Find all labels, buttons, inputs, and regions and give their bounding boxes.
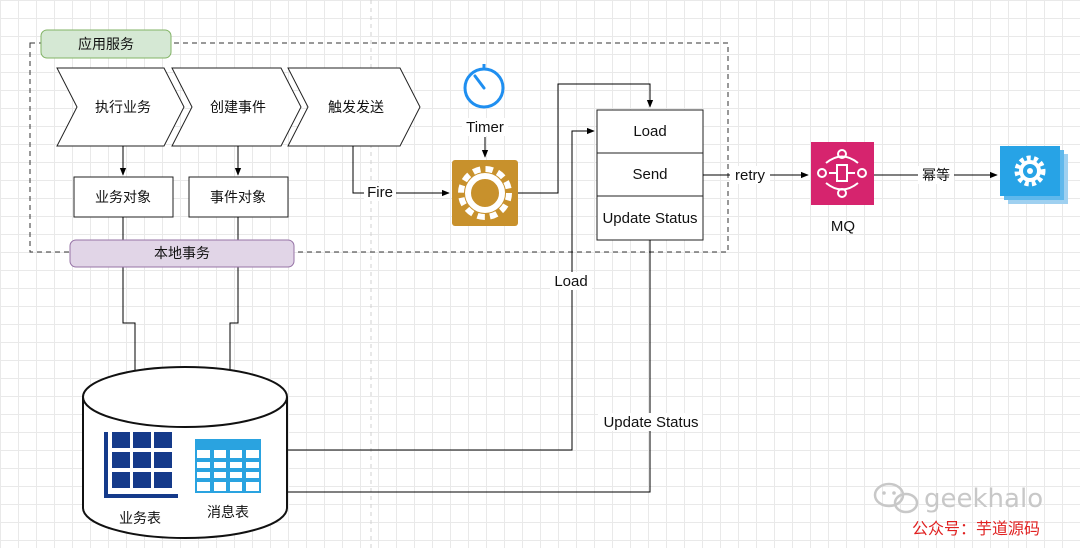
business-table-label: 业务表: [119, 511, 161, 527]
app-service-label: 应用服务: [40, 29, 172, 59]
idempotent-label: 幂等: [922, 167, 950, 184]
load-step-label: Load: [633, 123, 666, 140]
svg-text:应用服务: 应用服务: [78, 36, 134, 53]
watermark-account: 公众号：芋道源码: [912, 519, 1040, 538]
svg-text:创建事件: 创建事件: [210, 100, 266, 116]
update-status-edge-label: Update Status: [603, 414, 698, 431]
load-edge-label: Load: [554, 273, 587, 290]
update-status-step-label: Update Status: [602, 210, 697, 227]
watermark-brand: geekhalo: [924, 484, 1043, 514]
step-exec-business: 执行业务: [56, 67, 185, 147]
mq-label: MQ: [831, 218, 855, 235]
svg-text:触发发送: 触发发送: [328, 100, 384, 116]
gear-icon: [452, 160, 518, 226]
svg-text:执行业务: 执行业务: [95, 100, 151, 116]
step-trigger-send: 触发发送: [287, 67, 421, 147]
fire-label: Fire: [367, 184, 393, 201]
send-step-label: Send: [632, 166, 667, 183]
svg-text:事件对象: 事件对象: [210, 190, 266, 206]
timer-label: Timer: [466, 119, 504, 136]
local-transaction-label: 本地事务: [69, 239, 295, 268]
edge-update-status: [263, 240, 651, 496]
business-table-icon: [104, 432, 178, 498]
app-service-boundary: [29, 42, 729, 253]
mq-icon: [811, 142, 874, 205]
message-table-label: 消息表: [207, 504, 249, 521]
step-create-event: 创建事件: [171, 67, 302, 147]
business-object-box: 业务对象: [73, 176, 174, 218]
svg-text:业务对象: 业务对象: [95, 190, 151, 206]
worker-gear-icon: [1000, 146, 1068, 204]
edge-gear-to-load: [518, 83, 654, 194]
retry-label: retry: [735, 167, 766, 184]
message-table-icon: [195, 439, 261, 493]
edge-trigger-fire: [352, 146, 450, 197]
wechat-icon: [873, 482, 919, 514]
relay-process-box: Load Send Update Status: [596, 109, 704, 241]
edge-message-table-load: [288, 127, 595, 451]
svg-text:本地事务: 本地事务: [154, 246, 210, 262]
timer-icon: [463, 64, 505, 109]
event-object-box: 事件对象: [188, 176, 289, 218]
